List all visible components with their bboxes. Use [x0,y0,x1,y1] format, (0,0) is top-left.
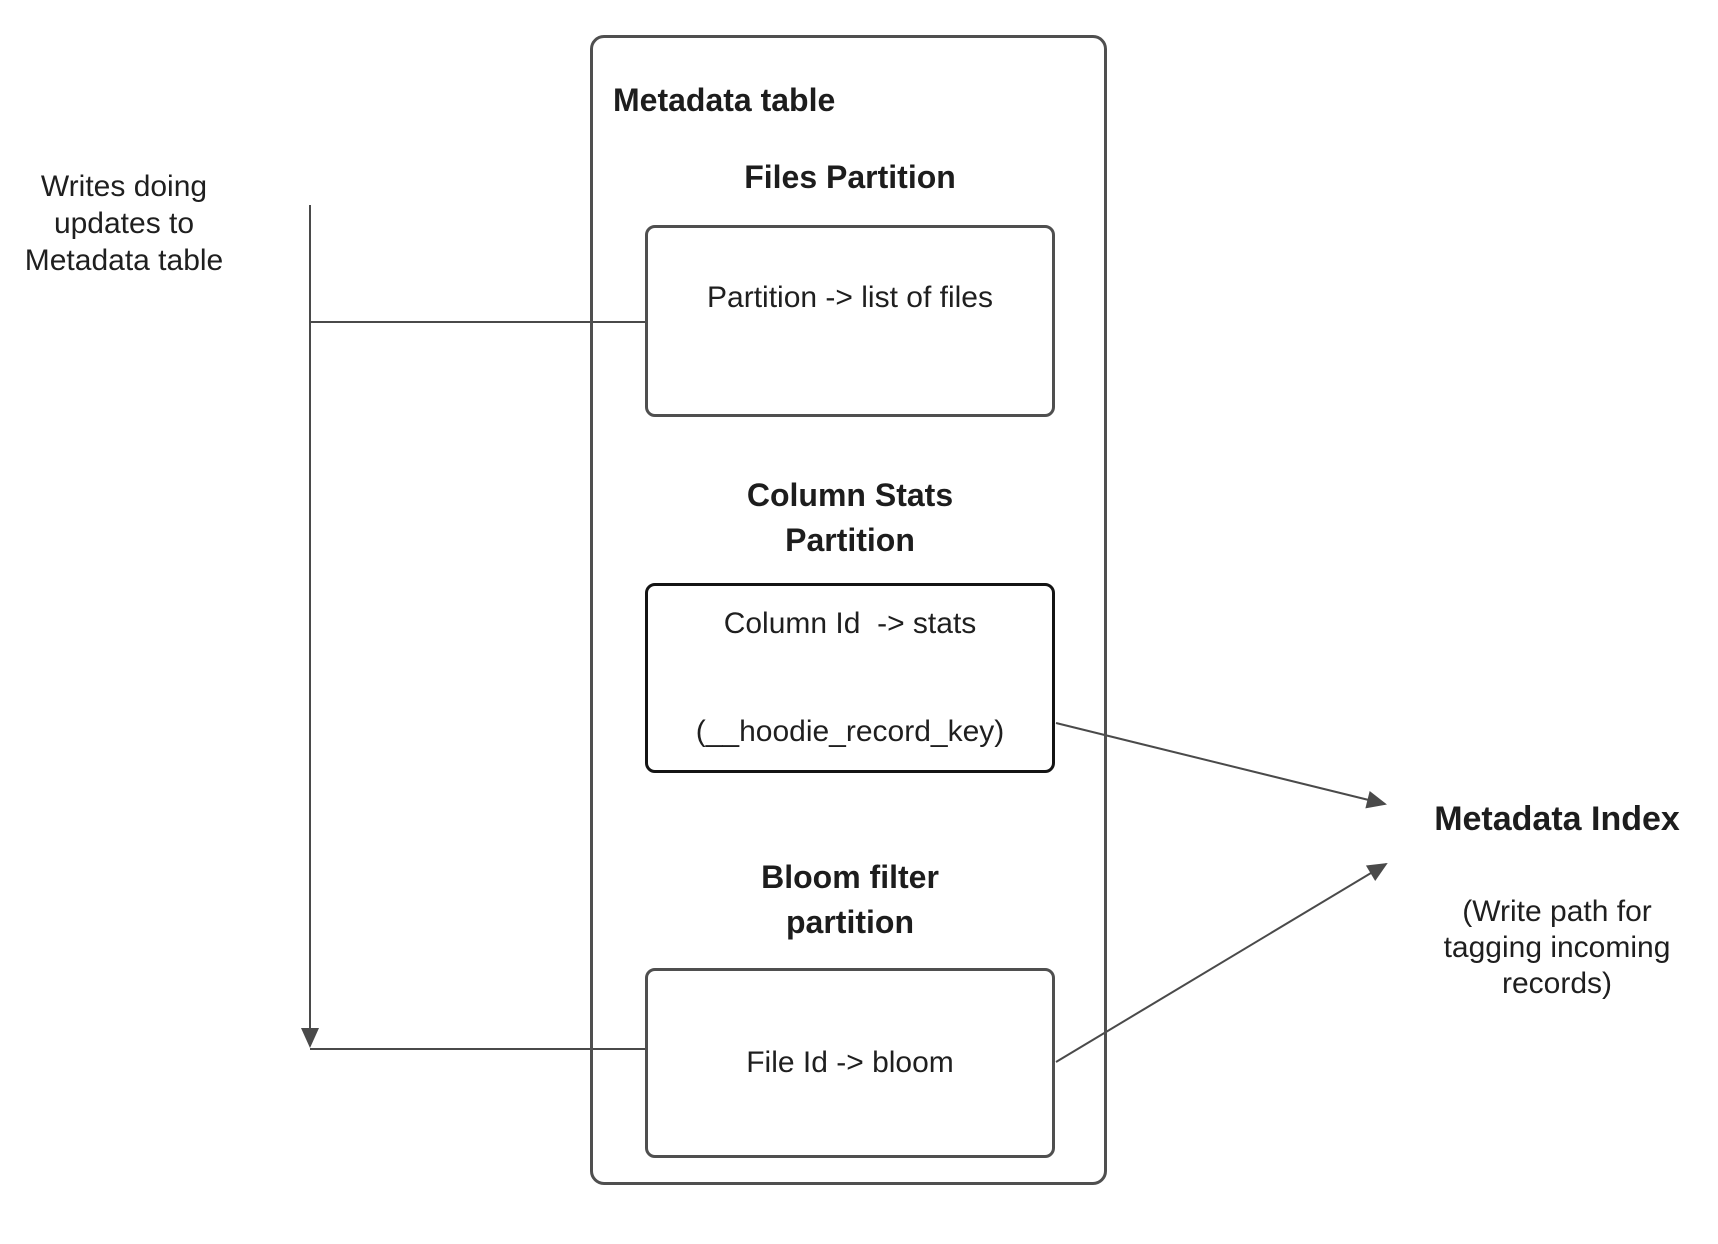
metadata-index-caption-line: (Write path for [1462,895,1652,928]
bloom-filter-partition-box: File Id -> bloom [645,968,1055,1158]
bloom-filter-heading-line: Bloom filter [761,859,939,895]
metadata-index-caption: (Write path for tagging incoming records… [1397,894,1717,1002]
metadata-index-caption-line: tagging incoming [1443,931,1671,964]
writes-note-line: Metadata table [24,244,224,277]
files-partition-box: Partition -> list of files [645,225,1055,417]
column-stats-heading-line: Column Stats [746,477,954,513]
files-partition-heading-text: Files Partition [744,159,956,195]
metadata-index-title: Metadata Index [1434,800,1680,838]
writes-note: Writes doing updates to Metadata table [4,168,244,279]
column-stats-partition-heading: Column Stats Partition [645,473,1055,563]
metadata-table-title: Metadata table [613,82,836,118]
column-stats-box-line: (__hoodie_record_key) [695,715,1005,748]
bloom-filter-box-line: File Id -> bloom [746,1046,954,1079]
column-stats-box-text: Column Id -> stats (__hoodie_record_key) [696,534,1005,822]
column-stats-partition-box: Column Id -> stats (__hoodie_record_key) [645,583,1055,773]
column-stats-box-line: Column Id -> stats [723,607,977,640]
bloom-to-index-arrow [1055,862,1388,1063]
bloom-filter-box-text: File Id -> bloom [746,973,954,1153]
column-stats-heading-line: Partition [785,522,915,558]
bloom-filter-heading-line: partition [786,904,914,940]
bloom-filter-partition-heading: Bloom filter partition [645,855,1055,945]
metadata-table-container [590,35,1107,1185]
stats-to-index-arrow [1055,722,1387,809]
files-partition-box-text: Partition -> list of files [707,208,993,388]
metadata-index-caption-line: records) [1501,967,1613,1000]
writes-note-line: Writes doing [40,170,208,203]
files-partition-box-line: Partition -> list of files [707,281,993,314]
writes-note-line: updates to [53,207,195,240]
files-partition-heading: Files Partition [645,155,1055,200]
